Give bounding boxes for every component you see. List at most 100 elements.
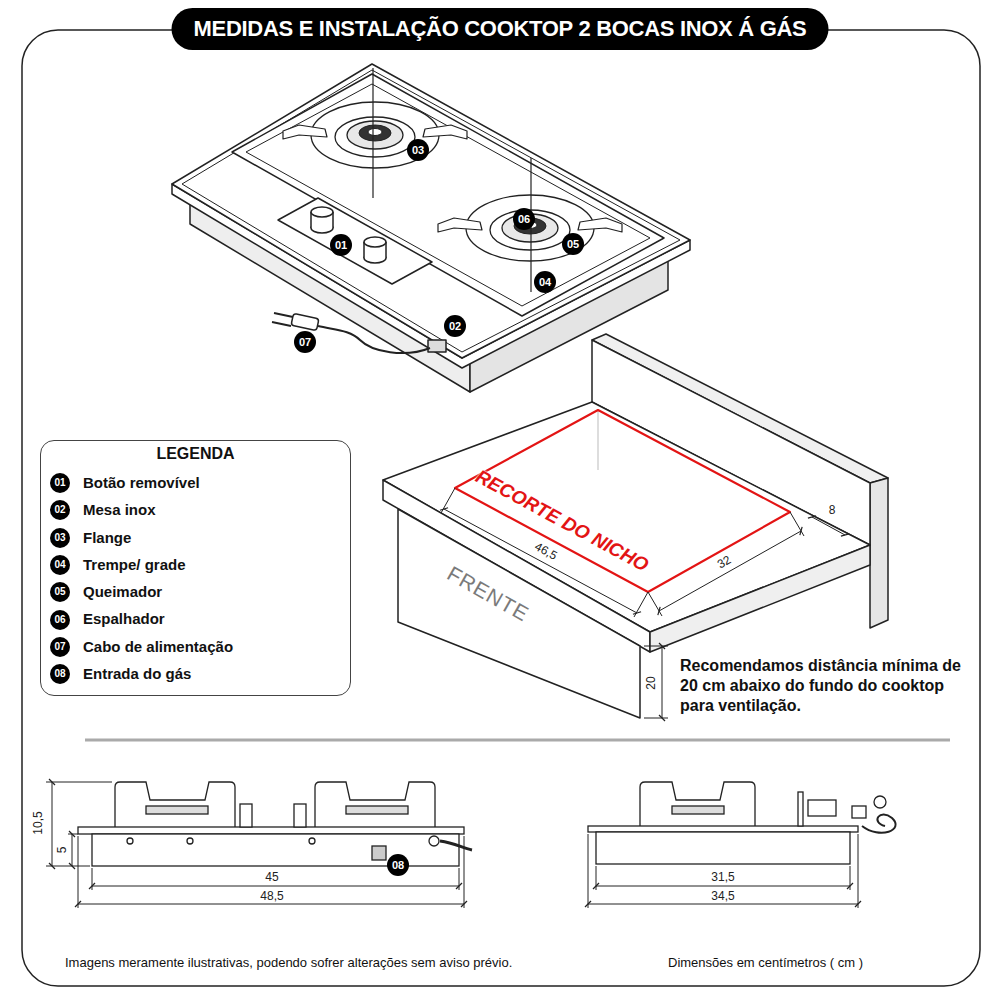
legend-text: Trempe/ grade: [41, 551, 350, 578]
dimension-value: 46,5: [532, 539, 561, 563]
legend-number: 01: [50, 473, 70, 493]
countertop-drawing-part-part: [648, 592, 662, 616]
front-view-drawing-part: [440, 841, 472, 850]
front-view-drawing-part-part: [459, 868, 460, 890]
dimension-value: 20: [644, 675, 658, 690]
cutout-label: RECORTE DO NICHO: [472, 466, 652, 577]
callout-number: 08: [387, 854, 409, 876]
side-view-drawing-part: [874, 796, 886, 808]
legend-number: 08: [50, 664, 70, 684]
front-view-drawing-part: [46, 782, 464, 908]
title-banner: MEDIDAS E INSTALAÇÃO COOKTOP 2 BOCAS INO…: [172, 8, 829, 50]
legend-heading: LEGENDA: [41, 441, 350, 469]
front-view-drawing-part: [240, 804, 252, 827]
countertop-drawing-part-part: [659, 531, 801, 611]
front-view-drawing-part-part: [92, 868, 93, 890]
legend-number: 06: [50, 610, 70, 630]
front-view-drawing: [46, 782, 472, 908]
countertop-drawing-part-part: [634, 592, 648, 617]
legend-number: 03: [50, 528, 70, 548]
cooktop-drawing-part: [278, 198, 432, 284]
callout-number: 02: [444, 315, 466, 337]
dimension-value: 31,5: [710, 870, 735, 884]
cooktop-drawing-part: [182, 70, 680, 352]
dimension-value: 34,5: [710, 889, 735, 903]
separator-line-part: [85, 739, 950, 742]
side-view-drawing-part: [672, 806, 724, 814]
cooktop-drawing-part: [438, 195, 622, 261]
front-view-drawing-part-part: [78, 836, 79, 908]
cooktop-drawing-part: [372, 68, 373, 198]
dimension-value: 10,5: [31, 810, 45, 835]
units-note: Dimensões em centímetros ( cm ): [668, 955, 863, 971]
legend-box: LEGENDABotão removívelMesa inoxFlangeTre…: [40, 440, 351, 696]
front-view-drawing-part: [146, 806, 208, 814]
countertop-drawing-part: [455, 410, 790, 592]
legend-text: Flange: [41, 524, 350, 551]
legend-text: Mesa inox: [41, 496, 350, 523]
side-view-drawing-part: [596, 832, 850, 864]
cooktop-drawing-part: [272, 322, 291, 326]
legend-number: 07: [50, 637, 70, 657]
dimension-value: 8: [828, 503, 837, 517]
side-view-drawing-part-part: [588, 904, 858, 905]
callout-number: 04: [534, 271, 556, 293]
cooktop-drawing-part: [318, 326, 430, 353]
cooktop-drawing-part: [232, 74, 664, 316]
cooktop-drawing-part: [274, 313, 293, 317]
callout-number: 07: [294, 331, 316, 353]
dimension-value: 5: [55, 846, 69, 855]
front-label: FRENTE: [443, 561, 533, 626]
legend-text: Botão removível: [41, 469, 350, 496]
front-view-drawing-part: [346, 806, 408, 814]
legend-number: 05: [50, 582, 70, 602]
side-view-drawing-part: [588, 826, 858, 832]
front-view-drawing-part-part: [68, 834, 78, 835]
countertop-drawing-part-part: [790, 512, 804, 536]
front-view-drawing-part-part: [92, 886, 459, 887]
side-view-drawing-part: [808, 800, 836, 816]
callout-number: 05: [562, 233, 584, 255]
countertop-drawing-part-part: [812, 517, 845, 535]
callout-number: 03: [407, 139, 429, 161]
countertop-drawing-part: [650, 545, 870, 652]
countertop-drawing-part-part: [644, 718, 668, 719]
countertop-drawing-part-part: [441, 488, 455, 513]
dimension-value: 48,5: [259, 889, 284, 903]
countertop-drawing-part-part: [662, 646, 663, 718]
side-view-drawing-part: [862, 814, 896, 832]
cooktop-drawing-part: [291, 313, 319, 330]
front-view-drawing-part-part: [464, 836, 465, 908]
legend-number: 04: [50, 555, 70, 575]
legend-text: Entrada do gás: [41, 660, 350, 687]
side-view-drawing: [588, 782, 896, 908]
side-view-drawing-part: [640, 782, 755, 826]
front-view-drawing-part-part: [46, 782, 112, 783]
cooktop-drawing-part: [172, 64, 690, 358]
side-view-drawing-part-part: [858, 834, 859, 908]
front-view-drawing-part: [78, 827, 464, 834]
countertop-drawing-part: [870, 478, 888, 628]
countertop-drawing-part: [598, 410, 599, 470]
front-view-drawing-part: [372, 846, 386, 860]
front-view-drawing-part: [187, 838, 193, 844]
side-view-drawing-part-part: [588, 834, 589, 908]
callout-number: 01: [330, 234, 352, 256]
front-view-drawing-part: [127, 838, 133, 844]
front-view-drawing-part: [309, 838, 315, 844]
front-view-drawing-part: [115, 782, 235, 827]
cooktop-drawing-part: [246, 84, 650, 306]
page-frame: [22, 30, 980, 986]
cooktop-drawing-part: [428, 340, 446, 352]
dimension-value: 45: [264, 870, 279, 884]
front-view-drawing-part-part: [78, 904, 464, 905]
front-view-drawing-part: [315, 782, 435, 827]
page-frame-part: [22, 30, 980, 986]
side-view-drawing-part: [588, 834, 858, 908]
separator-line: [85, 740, 950, 741]
ventilation-note: Recomendamos distância mínima de 20 cm a…: [680, 656, 970, 716]
legend-text: Queimador: [41, 578, 350, 605]
front-view-drawing-part: [294, 804, 306, 827]
front-view-drawing-part: [429, 836, 439, 846]
